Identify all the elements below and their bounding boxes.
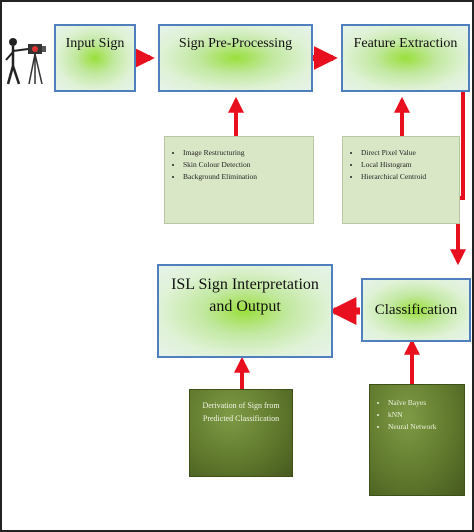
arrow-features-to-classification (450, 58, 466, 266)
feature-extraction-label: Feature Extraction (353, 36, 458, 51)
feature-panel: Direct Pixel Value Local Histogram Hiera… (342, 136, 460, 224)
interpretation-label-line1: ISL Sign Interpretation (171, 276, 319, 293)
preprocessing-item: Image Restructuring (183, 147, 309, 159)
preprocessing-list: Image Restructuring Skin Colour Detectio… (169, 147, 309, 183)
preprocessing-item: Skin Colour Detection (183, 159, 309, 171)
feature-list: Direct Pixel Value Local Histogram Hiera… (347, 147, 455, 183)
classifier-list: Naïve Bayes kNN Neural Network (374, 397, 460, 433)
classifier-item: Neural Network (388, 421, 460, 433)
classification-label: Classification (374, 301, 458, 318)
classifier-item: kNN (388, 409, 460, 421)
classifier-item: Naïve Bayes (388, 397, 460, 409)
feature-item: Local Histogram (361, 159, 455, 171)
input-sign-label: Input Sign (65, 36, 125, 51)
preprocessing-box: Sign Pre-Processing (158, 24, 313, 92)
preprocessing-item: Background Elimination (183, 171, 309, 183)
classification-box: Classification (361, 278, 471, 342)
feature-item: Direct Pixel Value (361, 147, 455, 159)
feature-item: Hierarchical Centroid (361, 171, 455, 183)
derivation-line1: Derivation of Sign from (202, 401, 280, 410)
person-with-camera-icon (5, 38, 46, 85)
feature-extraction-box: Feature Extraction (341, 24, 470, 92)
classifier-panel: Naïve Bayes kNN Neural Network (369, 384, 465, 496)
preprocessing-label: Sign Pre-Processing (178, 36, 293, 51)
interpretation-label-line2: and Output (209, 297, 281, 315)
interpretation-box: ISL Sign Interpretation and Output (157, 264, 333, 358)
derivation-panel: Derivation of Sign from Predicted Classi… (189, 389, 293, 477)
derivation-line2: Predicted Classification (202, 414, 280, 423)
input-sign-box: Input Sign (54, 24, 136, 92)
preprocessing-panel: Image Restructuring Skin Colour Detectio… (164, 136, 314, 224)
